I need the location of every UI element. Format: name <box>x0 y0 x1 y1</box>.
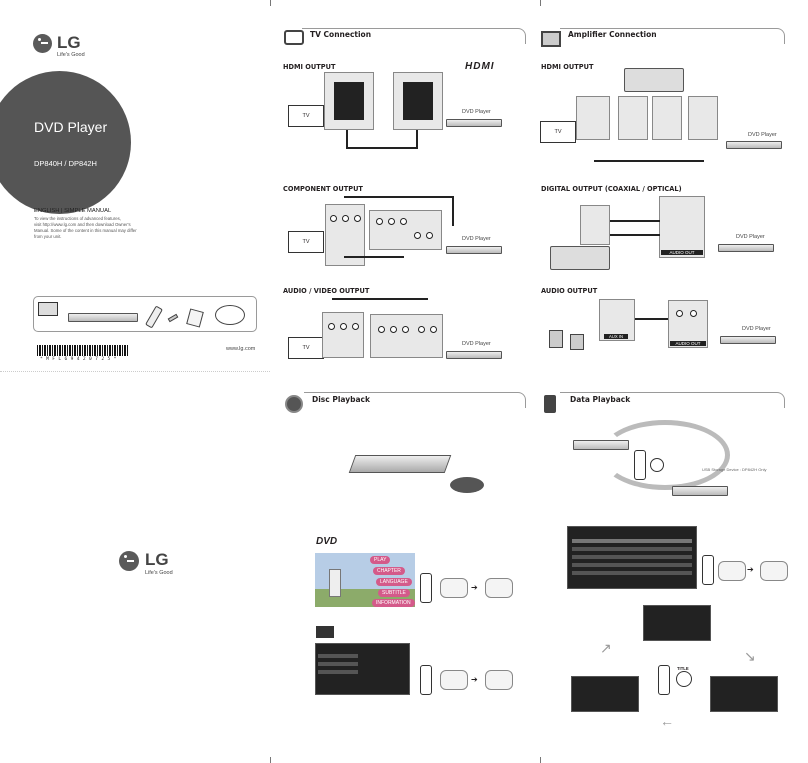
remote-icon <box>634 450 646 480</box>
lg-logo-icon <box>33 34 52 53</box>
audio-output-title: AUDIO OUTPUT <box>541 287 598 295</box>
component-output-title: COMPONENT OUTPUT <box>283 185 363 193</box>
tv-illustration: TV <box>288 231 324 253</box>
dpad-icon <box>718 561 746 581</box>
remote-icon <box>658 665 670 695</box>
dvd-player-illustration <box>68 313 138 322</box>
crop-mark <box>540 0 541 6</box>
aux-in-label: AUX IN <box>604 334 628 339</box>
arrow-right-icon: ➔ <box>747 565 754 574</box>
tv-connection-title: TV Connection <box>310 30 372 39</box>
manual-note-3: Manual. Some of the content in this manu… <box>34 228 137 233</box>
brand-tagline: Life's Good <box>57 52 85 58</box>
speaker-icon <box>541 31 561 47</box>
product-name: DVD Player <box>34 119 108 135</box>
arrow-right-icon: ➔ <box>471 583 478 592</box>
disc-illustration <box>450 477 484 493</box>
manual-note-2: visit http://www.lg.com and then downloa… <box>34 222 131 227</box>
remote-icon <box>702 555 714 585</box>
dpad-icon <box>440 670 468 690</box>
manual-note-4: from your unit. <box>34 234 62 239</box>
dvd-player-label: DVD Player <box>742 326 771 332</box>
dpad-icon <box>440 578 468 598</box>
arrow-right-icon: ➔ <box>471 675 478 684</box>
screen-right <box>710 676 778 712</box>
usb-icon <box>544 395 556 413</box>
lg-logo-bottom-icon <box>119 551 139 571</box>
speaker-left-icon <box>549 330 563 348</box>
brand-tagline-bottom: Life's Good <box>145 570 173 576</box>
audio-out-label: AUDIO OUT <box>661 250 703 255</box>
dvd-player-label: DVD Player <box>462 341 491 347</box>
fold-line <box>0 371 270 372</box>
title-button[interactable] <box>676 671 692 687</box>
manual-title: ENGLISH | SIMPLE MANUAL <box>34 208 112 214</box>
box-icon <box>38 302 58 316</box>
dvd-player-label: DVD Player <box>462 109 491 115</box>
amp-hdmi-output-title: HDMI OUTPUT <box>541 63 594 71</box>
menu-item[interactable]: INFORMATION <box>372 599 415 607</box>
cd-logo <box>316 626 334 638</box>
crop-mark <box>270 757 271 763</box>
cd-menu-screen <box>315 643 410 695</box>
dpad-icon <box>485 670 513 690</box>
product-circle <box>0 71 131 214</box>
cable-icon <box>215 305 245 325</box>
speaker-set-illustration <box>550 246 610 270</box>
barcode-text: * M F L 6 9 4 2 0 7 2 5 * <box>40 357 117 362</box>
digital-output-title: DIGITAL OUTPUT (COAXIAL / OPTICAL) <box>541 185 682 193</box>
speaker-set-illustration <box>624 68 684 92</box>
title-button-label: TITLE <box>677 666 689 671</box>
dvd-player-label: DVD Player <box>736 234 765 240</box>
brand-name-bottom: LG <box>145 550 169 569</box>
model-numbers: DP840H / DP842H <box>34 159 97 168</box>
audio-video-output-title: AUDIO / VIDEO OUTPUT <box>283 287 370 295</box>
tv-icon <box>284 30 304 45</box>
player-illustration <box>672 486 728 496</box>
audio-out-label: AUDIO OUT <box>670 341 706 346</box>
menu-item[interactable]: CHAPTER <box>373 567 405 575</box>
accessories-box <box>33 296 257 332</box>
disc-icon <box>285 395 303 413</box>
hdmi-output-title: HDMI OUTPUT <box>283 63 336 71</box>
crop-mark <box>540 757 541 763</box>
barcode <box>37 345 129 356</box>
speaker-right-icon <box>570 334 584 350</box>
dpad-icon <box>760 561 788 581</box>
menu-item[interactable]: SUBTITLE <box>378 589 410 597</box>
hdmi-logo: HDMI <box>465 61 495 72</box>
tv-illustration: TV <box>288 337 324 359</box>
file-list-screen <box>567 526 697 589</box>
menu-item[interactable]: PLAY <box>370 556 391 564</box>
dvd-logo: DVD <box>316 536 338 547</box>
usb-note: USB Storage Device : DP842H Only <box>702 467 767 472</box>
menu-item[interactable]: LANGUAGE <box>376 578 412 586</box>
data-playback-title: Data Playback <box>570 395 631 404</box>
screen-left <box>571 676 639 712</box>
remote-icon <box>420 573 432 603</box>
manual-note-1: To view the instructions of advanced fea… <box>34 216 121 221</box>
dpad-icon <box>485 578 513 598</box>
arrow-icon: ↗ <box>600 640 612 656</box>
screen-top <box>643 605 711 641</box>
amplifier-connection-title: Amplifier Connection <box>568 30 657 39</box>
home-button-icon <box>650 458 664 472</box>
remote-icon <box>420 665 432 695</box>
cycle-arrow-icon <box>600 420 730 490</box>
website-link[interactable]: www.lg.com <box>226 346 256 352</box>
dvd-player-label: DVD Player <box>748 132 777 138</box>
tv-illustration: TV <box>540 121 576 143</box>
arrow-icon: ↘ <box>744 648 756 664</box>
tv-illustration: TV <box>288 105 324 127</box>
brand-name: LG <box>57 33 81 52</box>
dvd-player-label: DVD Player <box>462 236 491 242</box>
player-disc-tray-illustration <box>348 455 452 473</box>
arrow-icon: ← <box>660 713 674 729</box>
crop-mark <box>270 0 271 6</box>
disc-playback-title: Disc Playback <box>312 395 370 404</box>
